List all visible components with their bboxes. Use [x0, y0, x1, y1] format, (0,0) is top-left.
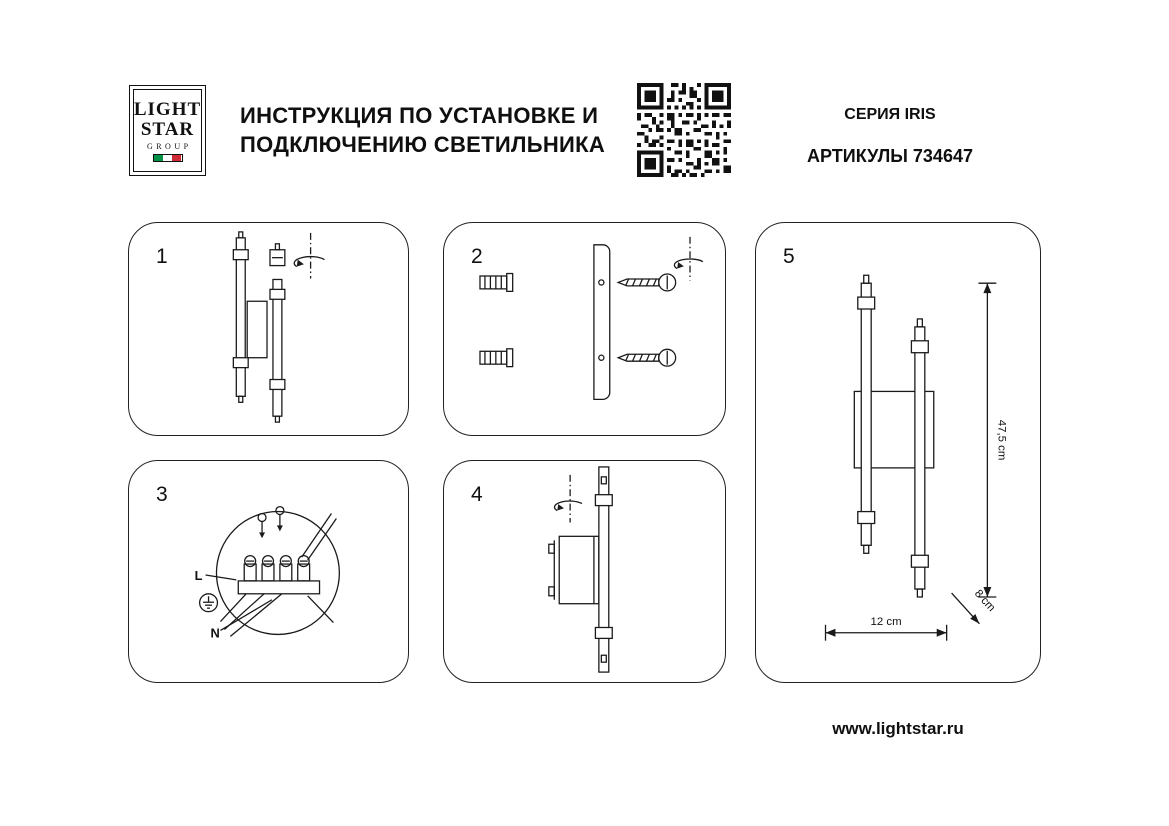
product-info: СЕРИЯ IRIS АРТИКУЛЫ 734647: [757, 106, 1023, 167]
step-3-panel: 3: [128, 460, 409, 683]
wiring-diagram: L N: [195, 505, 341, 640]
title-line-1: ИНСТРУКЦИЯ ПО УСТАНОВКЕ И: [240, 103, 599, 128]
wire-label-n: N: [211, 625, 220, 640]
fixture-front-diagram: [232, 231, 325, 423]
screw-icon: [616, 273, 677, 292]
wire-label-l: L: [195, 568, 203, 583]
small-screw-icon: [257, 512, 267, 539]
wall-anchor-icon: [479, 348, 514, 368]
small-screw-icon: [275, 505, 285, 532]
depth-dimension-label: 8 cm: [972, 588, 997, 614]
step-3-number: 3: [156, 483, 168, 506]
wall-anchor-icon: [479, 272, 514, 292]
step-4-number: 4: [471, 483, 483, 506]
side-mount-diagram: [548, 466, 613, 673]
mounting-bracket-diagram: [479, 236, 704, 400]
title-line-2: ПОДКЛЮЧЕНИЮ СВЕТИЛЬНИКА: [240, 132, 606, 157]
height-dimension: [978, 282, 997, 598]
page-title: ИНСТРУКЦИЯ ПО УСТАНОВКЕ И ПОДКЛЮЧЕНИЮ СВ…: [240, 101, 640, 159]
italy-flag-icon: [152, 153, 183, 162]
width-dimension: [824, 624, 948, 641]
step-4-panel: 4: [443, 460, 726, 683]
logo-word-group: GROUP: [146, 141, 192, 151]
zoom-circle: [215, 510, 341, 636]
step-2-panel: 2: [443, 222, 726, 436]
logo-word-light: LIGHT: [133, 98, 202, 120]
step-5-number: 5: [783, 245, 795, 268]
lightstar-logo: LIGHT STAR GROUP: [129, 85, 206, 176]
lightstar-logo-inner: LIGHT STAR GROUP: [133, 89, 202, 172]
step-1-number: 1: [156, 245, 168, 268]
series-label: СЕРИЯ IRIS: [844, 106, 936, 123]
step-1-panel: 1: [128, 222, 409, 436]
bracket-outline: [593, 244, 611, 400]
step-5-panel: 5: [755, 222, 1041, 683]
depth-dimension: [951, 592, 980, 625]
rotate-arrow-icon: [293, 232, 325, 279]
logo-word-star: STAR: [140, 118, 195, 140]
terminal-block: [237, 554, 321, 595]
height-dimension-label: 47,5 cm: [995, 420, 1007, 461]
ground-symbol-icon: [198, 593, 219, 613]
dimensions-diagram: 47,5 cm 12 cm 8 cm: [824, 274, 1007, 641]
website-link[interactable]: www.lightstar.ru: [832, 719, 964, 738]
articles-label: АРТИКУЛЫ 734647: [807, 146, 973, 166]
screw-icon: [616, 348, 677, 367]
step-2-number: 2: [471, 245, 483, 268]
qr-code-icon: [637, 83, 731, 177]
rotate-arrow-icon: [553, 474, 583, 523]
rotate-arrow-icon: [673, 236, 704, 281]
width-dimension-label: 12 cm: [871, 616, 902, 628]
